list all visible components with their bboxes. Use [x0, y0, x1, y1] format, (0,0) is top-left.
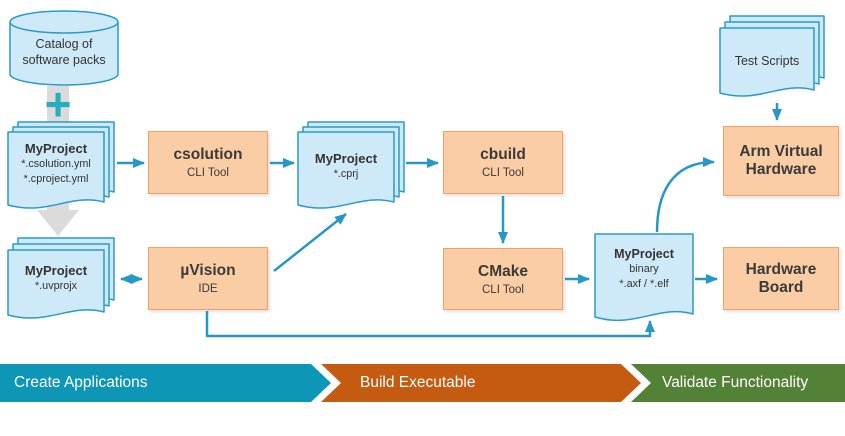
plus-sign: +: [44, 78, 72, 130]
binary-doc-line1: binary: [629, 263, 659, 275]
phase-create-label: Create Applications: [14, 374, 148, 391]
catalog-label: Catalog of software packs: [22, 37, 106, 67]
cbuild-box: cbuild CLI Tool: [443, 131, 563, 194]
uvision-subtitle: IDE: [198, 283, 218, 295]
uvprojx-docs-line1: *.uvprojx: [34, 280, 77, 292]
phase-create-shape: [0, 364, 331, 402]
test-scripts-label: Test Scripts: [734, 54, 800, 68]
cprj-docs-shape: [297, 121, 405, 209]
cprj-docs-title: MyProject: [314, 151, 378, 166]
solution-docs-line1: *.csolution.yml: [21, 158, 91, 170]
binary-doc-title: MyProject: [614, 247, 674, 261]
cmake-subtitle: CLI Tool: [482, 283, 524, 296]
phase-build-label: Build Executable: [360, 374, 476, 391]
uvprojx-docs-label: MyProject *.uvprojx: [8, 262, 104, 294]
cmake-box: CMake CLI Tool: [443, 248, 563, 310]
solution-docs-label: MyProject *.csolution.yml *.cproject.yml: [8, 140, 104, 186]
arrow-uvision-to-binary: [205, 311, 655, 338]
hardware-board-box: Hardware Board: [723, 247, 839, 310]
arrow-binary-to-avh: [655, 157, 715, 233]
csolution-title: csolution: [173, 146, 243, 163]
uvprojx-docs-shape: [7, 237, 115, 319]
avh-box: Arm Virtual Hardware: [723, 126, 839, 196]
test-scripts-shape: [719, 15, 825, 97]
solution-docs-title: MyProject: [24, 141, 88, 156]
avh-title: Arm Virtual Hardware: [739, 143, 823, 178]
binary-doc-line2: *.axf / *.elf: [619, 277, 669, 290]
arrow-uvision-to-cprj: [273, 213, 347, 272]
flow-arrows: [117, 103, 782, 338]
binary-doc-shape: [594, 233, 694, 322]
hardware-board-title: Hardware Board: [745, 260, 817, 296]
cbuild-title: cbuild: [480, 146, 526, 163]
catalog-cylinder-icon: [9, 10, 119, 86]
cmake-title: CMake: [478, 262, 528, 280]
phase-build-shape: [321, 364, 641, 402]
binary-doc-label: MyProject binary *.axf / *.elf: [595, 246, 693, 291]
phase-validate-label: Validate Functionality: [662, 374, 809, 391]
uvprojx-docs-title: MyProject: [24, 263, 88, 278]
csolution-box: csolution CLI Tool: [148, 131, 268, 194]
uvision-title: µVision: [180, 262, 236, 279]
uvision-box: µVision IDE: [148, 247, 268, 310]
phase-chevrons: [0, 364, 845, 402]
csolution-subtitle: CLI Tool: [187, 167, 229, 179]
phase-validate-shape: [631, 364, 845, 402]
cbuild-subtitle: CLI Tool: [482, 167, 524, 179]
cprj-docs-label: MyProject *.cprj: [298, 150, 394, 182]
solution-docs-line2: *.cproject.yml: [23, 172, 89, 185]
cprj-docs-line1: *.cprj: [333, 168, 359, 180]
solution-docs-shape: [7, 121, 115, 209]
